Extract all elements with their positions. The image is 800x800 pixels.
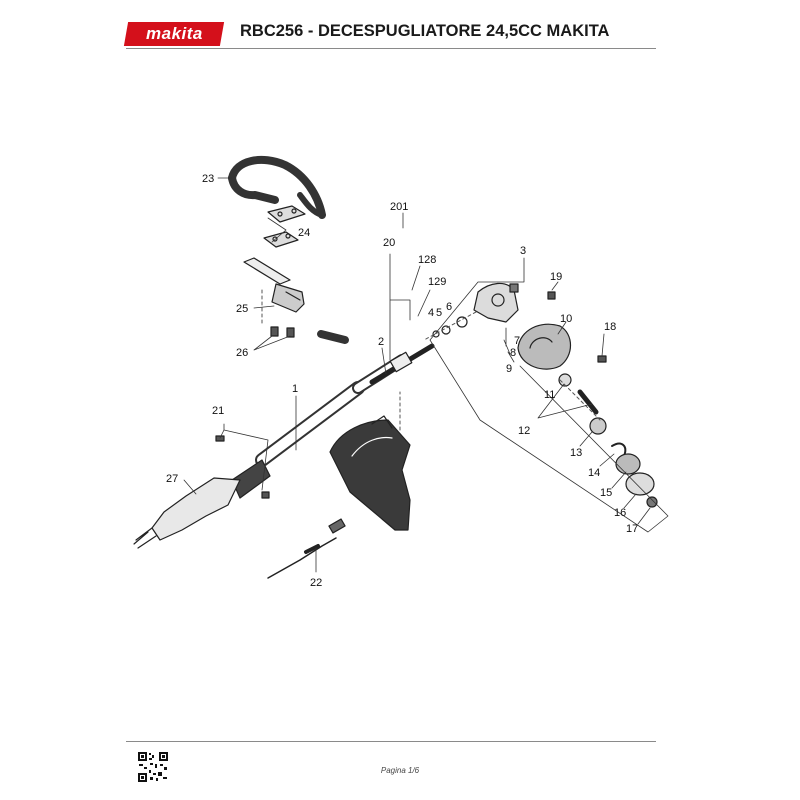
loop-handle — [228, 155, 326, 219]
callout-128: 128 — [418, 254, 436, 266]
callout-9: 9 — [506, 363, 512, 375]
clamp-screws — [215, 435, 270, 499]
protector-plate — [517, 323, 572, 370]
blade-holder-stack — [589, 417, 658, 508]
callout-24: 24 — [298, 227, 310, 239]
callout-21: 21 — [212, 405, 224, 417]
callout-15: 15 — [600, 487, 612, 499]
callout-129: 129 — [428, 276, 446, 288]
callout-20: 20 — [383, 237, 395, 249]
spindle-parts — [558, 373, 599, 415]
callout-2: 2 — [378, 336, 384, 348]
callout-11: 11 — [544, 389, 555, 401]
document-title: RBC256 - DECESPUGLIATORE 24,5CC MAKITA — [240, 22, 610, 40]
callout-10: 10 — [560, 313, 572, 325]
handle-brackets — [263, 205, 306, 248]
bolt-19 — [547, 291, 556, 300]
callout-14: 14 — [588, 467, 600, 479]
leader-lines — [183, 177, 669, 573]
callout-8: 8 — [510, 347, 516, 359]
callout-27: 27 — [166, 473, 178, 485]
callout-26: 26 — [236, 347, 248, 359]
callout-4: 4 — [428, 307, 434, 319]
handle-holder — [243, 257, 305, 313]
handle-bolts — [270, 326, 295, 338]
throttle-cable — [267, 518, 346, 579]
callout-3: 3 — [520, 245, 526, 257]
callout-19: 19 — [550, 271, 562, 283]
callout-1: 1 — [292, 383, 298, 395]
page-number: Pagina 1/6 — [380, 766, 420, 775]
throttle-grip — [133, 459, 271, 549]
callout-12: 12 — [518, 425, 530, 437]
callout-16: 16 — [614, 507, 626, 519]
callout-18: 18 — [604, 321, 616, 333]
footer-divider — [126, 741, 656, 742]
gear-case — [432, 282, 519, 338]
callout-6: 6 — [446, 301, 452, 313]
bolt-18 — [597, 355, 607, 363]
assembly-guides — [261, 289, 601, 431]
page-header: makita RBC256 - DECESPUGLIATORE 24,5CC M… — [0, 0, 800, 60]
callout-13: 13 — [570, 447, 582, 459]
callout-17: 17 — [626, 523, 638, 535]
drive-shaft — [369, 343, 435, 385]
blade-guard — [329, 415, 411, 531]
callout-25: 25 — [236, 303, 248, 315]
callout-7: 7 — [514, 335, 520, 347]
callout-5: 5 — [436, 307, 442, 319]
callout-201: 201 — [390, 201, 408, 213]
header-divider — [126, 48, 656, 49]
qr-code-icon — [138, 752, 168, 782]
callout-23: 23 — [202, 173, 214, 185]
callout-22: 22 — [310, 577, 322, 589]
